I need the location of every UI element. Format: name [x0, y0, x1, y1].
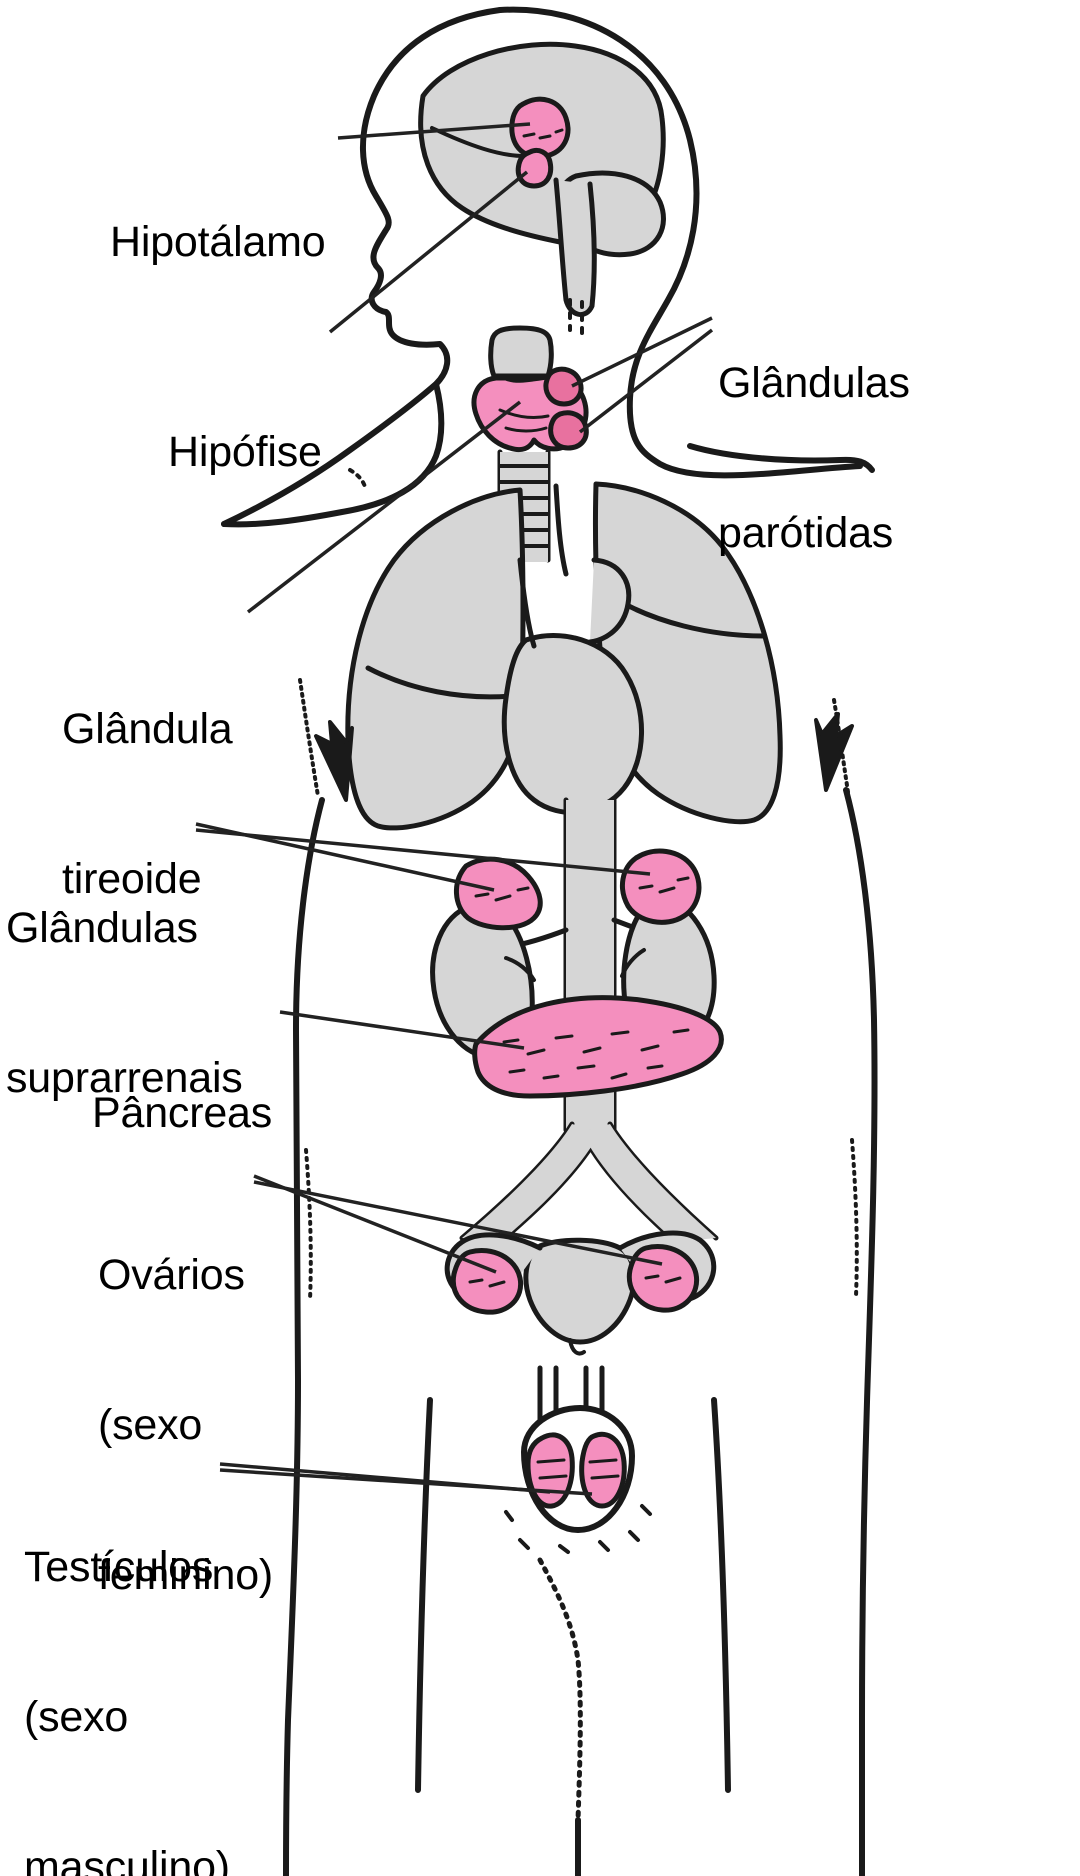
adrenal-right-texture — [474, 886, 530, 902]
label-ovarios-line-3: feminino) — [98, 1551, 274, 1599]
thyroid-texture — [498, 408, 550, 433]
leader-line-suprarrenal-b — [195, 828, 651, 876]
testis-left-texture — [536, 1458, 568, 1480]
rib-arrow-left — [314, 720, 354, 802]
perineum-shading — [537, 1557, 583, 1823]
pancreas-shape — [472, 995, 724, 1099]
leader-line-ovario-b — [253, 1180, 663, 1266]
iliac-fill-right — [582, 1124, 716, 1242]
lung-right-fissure — [365, 665, 515, 700]
leader-line-parotida-a — [571, 316, 713, 388]
shoulder-left-shade — [348, 468, 368, 492]
hypothalamus-texture — [522, 128, 564, 140]
leg-divider-left — [415, 1397, 433, 1793]
leader-line-pancreas — [279, 1010, 525, 1050]
label-glandulas-parotidas-line-2: parótidas — [718, 509, 894, 557]
label-hipotalamo-line-1: Hipotálamo — [110, 218, 326, 266]
shoulder-right — [687, 443, 875, 473]
torso-left-outline — [283, 797, 325, 1876]
label-glandula-tireoide-line-1: Glândula — [62, 705, 233, 753]
label-ovarios: Ovários (sexo feminino) — [98, 1150, 273, 1700]
face-profile — [221, 7, 503, 527]
hip-shading-left — [304, 1148, 313, 1302]
ovary-left-texture — [468, 1278, 506, 1288]
label-glandulas-suprarrenais-line-2: suprarrenais — [6, 1054, 243, 1102]
torso-shading-left — [298, 678, 320, 798]
leader-line-ovario-a — [253, 1174, 497, 1274]
parotid-gland-lower — [548, 410, 589, 451]
brain-fold-line — [430, 126, 526, 158]
kidney-right-hilum — [504, 956, 536, 982]
label-glandulas-parotidas-line-1: Glândulas — [718, 359, 910, 407]
pelvis-speckle — [504, 1504, 652, 1554]
pituitary-shape — [515, 147, 554, 189]
hip-shading-right — [850, 1138, 859, 1298]
label-glandulas-parotidas: Glândulas parótidas — [718, 258, 910, 658]
kidney-left-hilum — [620, 948, 646, 978]
leader-line-hipotalamo — [337, 122, 531, 140]
brain-stem — [553, 177, 597, 317]
label-testiculos-line-3: masculino) — [24, 1843, 230, 1876]
torso-right-outline — [843, 787, 878, 1876]
label-testiculos-line-2: (sexo — [24, 1693, 129, 1741]
iliac-fill-left — [462, 1124, 600, 1242]
label-hipofise: Hipófise — [168, 327, 322, 577]
ovary-left — [450, 1248, 524, 1315]
label-glandula-tireoide-line-2: tireoide — [62, 855, 202, 903]
label-pancreas-line-1: Pâncreas — [92, 1089, 273, 1137]
label-pancreas: Pâncreas — [92, 988, 272, 1238]
lung-right — [345, 487, 526, 831]
label-ovarios-line-2: (sexo — [98, 1401, 203, 1449]
torso-shading-right — [832, 698, 850, 794]
pulmonary-trunk — [517, 557, 537, 649]
uterus-cervix — [568, 1338, 586, 1356]
larynx — [488, 325, 554, 379]
aortic-arch — [587, 557, 632, 645]
head-outline — [497, 6, 863, 479]
pancreas-texture — [502, 1028, 690, 1080]
leader-line-parotida-b — [578, 328, 714, 434]
label-glandulas-suprarrenais: Glândulas suprarrenais — [6, 803, 243, 1203]
leg-divider-right — [711, 1397, 731, 1793]
label-hipotalamo: Hipotálamo — [110, 117, 326, 367]
leader-line-hipofise — [328, 170, 529, 334]
adrenal-gland-left — [619, 848, 702, 925]
leader-line-group — [195, 122, 714, 1496]
testis-right — [579, 1431, 627, 1509]
adrenal-left-texture — [638, 876, 690, 894]
leader-line-testiculo-b — [219, 1468, 593, 1496]
brain-stem-dots — [568, 298, 584, 336]
hypothalamus-shape — [509, 96, 571, 160]
testis-left — [525, 1432, 575, 1509]
ovary-right — [626, 1244, 700, 1313]
iliac-vessel-right — [607, 1121, 719, 1241]
parotid-gland-upper — [543, 366, 584, 407]
label-glandulas-suprarrenais-line-1: Glândulas — [6, 904, 198, 952]
label-hipofise-line-1: Hipófise — [168, 428, 322, 476]
ovary-right-texture — [644, 1274, 682, 1284]
great-vessel-right — [553, 483, 569, 577]
uterus-body — [523, 1237, 637, 1345]
leader-line-tireoide — [246, 400, 522, 614]
trachea-rings — [498, 464, 550, 548]
label-testiculos: Testículos (sexo masculino) — [24, 1442, 230, 1876]
testis-right-texture — [588, 1458, 620, 1480]
neck-left-outline — [221, 381, 445, 528]
label-testiculos-line-1: Testículos — [24, 1543, 214, 1591]
label-glandula-tireoide: Glândula tireoide — [62, 604, 233, 1004]
label-ovarios-line-1: Ovários — [98, 1251, 245, 1299]
adrenal-gland-right — [454, 856, 543, 931]
